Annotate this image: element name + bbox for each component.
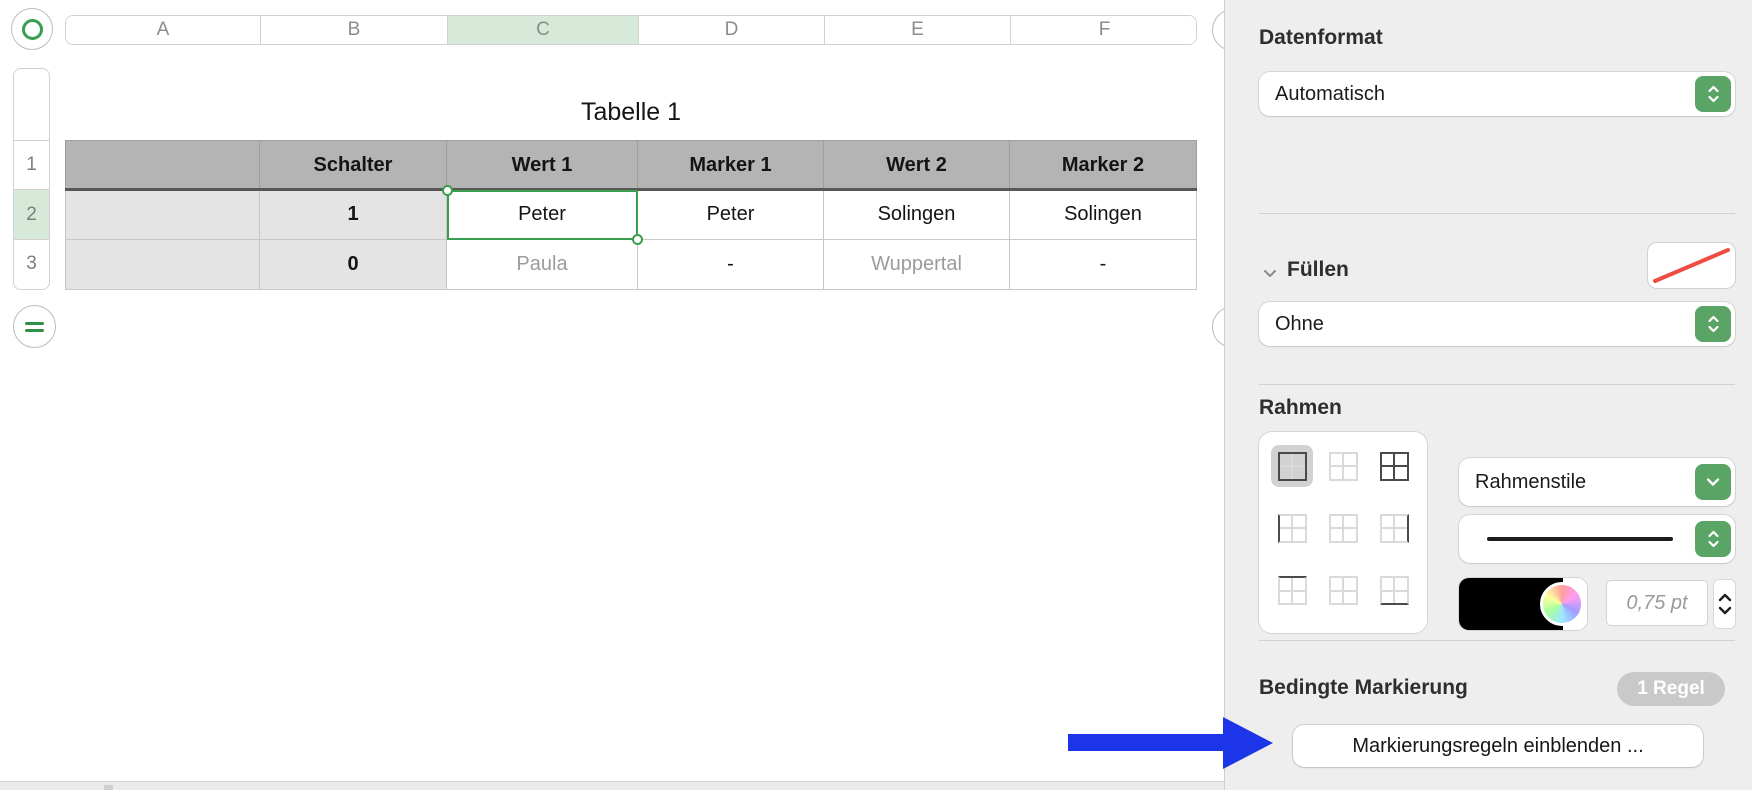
row-header-1[interactable]: 1	[14, 141, 49, 191]
table-cell[interactable]: 1	[260, 190, 447, 240]
table-cell[interactable]: Schalter	[260, 140, 447, 190]
table-title[interactable]: Tabelle 1	[580, 98, 682, 126]
add-rows-handle[interactable]	[13, 305, 56, 348]
selection-handle[interactable]	[442, 185, 453, 196]
disclosure-chevron-down-icon[interactable]	[1261, 264, 1279, 282]
dataformat-dropdown[interactable]: Automatisch	[1259, 72, 1735, 116]
dataformat-value: Automatisch	[1275, 82, 1386, 105]
data-table: Schalter Wert 1 Marker 1 Wert 2 Marker 2…	[65, 140, 1197, 290]
add-rows-handle-icon	[25, 321, 44, 325]
show-highlight-rules-button[interactable]: Markierungsregeln einblenden ...	[1293, 725, 1703, 767]
border-preset-right[interactable]	[1373, 507, 1415, 549]
table-cell[interactable]: Solingen	[824, 190, 1010, 240]
table-header-row: Schalter Wert 1 Marker 1 Wert 2 Marker 2	[65, 140, 1197, 190]
border-section-label: Rahmen	[1259, 396, 1342, 419]
border-color-well[interactable]	[1459, 578, 1587, 630]
border-preset-none[interactable]	[1322, 570, 1364, 612]
border-preset-panel	[1259, 432, 1427, 633]
table-cell[interactable]	[65, 240, 260, 290]
border-width-stepper[interactable]	[1713, 579, 1736, 629]
line-style-preview-icon	[1487, 537, 1673, 541]
stepper-icon[interactable]	[1695, 76, 1731, 112]
fill-swatch-no-fill[interactable]	[1648, 243, 1735, 288]
section-divider	[1259, 384, 1735, 385]
header-row-separator	[65, 188, 1197, 191]
border-preset-none[interactable]	[1322, 507, 1364, 549]
selection-handle[interactable]	[632, 234, 643, 245]
border-right-icon	[1379, 513, 1409, 543]
table-select-handle[interactable]	[11, 8, 53, 50]
column-header-f[interactable]: F	[1011, 16, 1196, 44]
section-divider	[1259, 213, 1735, 214]
row-header-2[interactable]: 2	[14, 190, 49, 240]
table-cell[interactable]: Marker 2	[1010, 140, 1197, 190]
chevron-down-icon[interactable]	[1695, 464, 1731, 500]
dataformat-label: Datenformat	[1259, 26, 1383, 49]
cell-selection-outline	[442, 185, 643, 245]
row-header-spacer	[14, 69, 49, 142]
border-styles-value: Rahmenstile	[1475, 470, 1587, 493]
chevron-down-icon	[1718, 606, 1731, 615]
column-header-c[interactable]: C	[448, 16, 639, 44]
table-cell[interactable]: Wert 2	[824, 140, 1010, 190]
border-line-style-dropdown[interactable]	[1459, 515, 1735, 563]
table-cell[interactable]: Wert 1	[447, 140, 638, 190]
color-wheel-icon[interactable]	[1540, 582, 1584, 626]
border-none-icon	[1328, 513, 1358, 543]
border-none-icon	[1328, 451, 1358, 481]
row-header-strip: 1 2 3	[13, 68, 50, 290]
conditional-highlight-label: Bedingte Markierung	[1259, 676, 1468, 699]
table-cell[interactable]: -	[638, 240, 824, 290]
table-cell[interactable]: 0	[260, 240, 447, 290]
border-preset-top[interactable]	[1271, 570, 1313, 612]
stepper-icon[interactable]	[1695, 306, 1731, 342]
rule-count-badge: 1 Regel	[1617, 672, 1725, 706]
scrollbar-thumb[interactable]	[104, 785, 113, 790]
border-top-icon	[1277, 576, 1307, 606]
annotation-arrow	[1068, 734, 1224, 751]
table-handle-icon	[21, 18, 43, 40]
border-preset-none[interactable]	[1322, 445, 1364, 487]
column-header-e[interactable]: E	[825, 16, 1011, 44]
border-preset-all[interactable]	[1373, 445, 1415, 487]
fill-type-value: Ohne	[1275, 312, 1324, 335]
column-header-b[interactable]: B	[261, 16, 448, 44]
column-header-a[interactable]: A	[66, 16, 261, 44]
annotation-arrow-head	[1223, 717, 1273, 769]
column-header-strip: A B C D E F	[65, 15, 1197, 45]
fill-section-label: Füllen	[1287, 258, 1349, 281]
table-row: 0 Paula - Wuppertal -	[65, 240, 1197, 290]
table-cell[interactable]: -	[1010, 240, 1197, 290]
stepper-icon[interactable]	[1695, 521, 1731, 557]
border-bottom-icon	[1379, 576, 1409, 606]
border-preset-outer[interactable]	[1271, 445, 1313, 487]
table-cell[interactable]	[65, 140, 260, 190]
border-outer-icon	[1277, 451, 1307, 481]
row-header-3[interactable]: 3	[26, 253, 37, 275]
border-width-field[interactable]: 0,75 pt	[1606, 580, 1708, 626]
border-left-icon	[1277, 513, 1307, 543]
border-all-icon	[1379, 451, 1409, 481]
fill-type-dropdown[interactable]: Ohne	[1259, 302, 1735, 346]
border-preset-bottom[interactable]	[1373, 570, 1415, 612]
no-fill-swatch-icon	[1653, 248, 1730, 283]
table-row: 1 Peter Peter Solingen Solingen	[65, 190, 1197, 240]
table-cell[interactable]: Wuppertal	[824, 240, 1010, 290]
chevron-up-icon	[1718, 593, 1731, 602]
border-styles-dropdown[interactable]: Rahmenstile	[1459, 458, 1735, 506]
border-none-icon	[1328, 576, 1358, 606]
horizontal-scrollbar[interactable]	[0, 781, 1224, 790]
table-cell[interactable]	[65, 190, 260, 240]
section-divider	[1259, 640, 1735, 641]
table-cell[interactable]: Peter	[638, 190, 824, 240]
border-preset-left[interactable]	[1271, 507, 1313, 549]
table-cell[interactable]: Paula	[447, 240, 638, 290]
table-cell[interactable]: Solingen	[1010, 190, 1197, 240]
table-cell[interactable]: Marker 1	[638, 140, 824, 190]
column-header-d[interactable]: D	[639, 16, 825, 44]
format-inspector-sidebar: Datenformat Automatisch Füllen Ohne Rahm…	[1224, 0, 1752, 790]
